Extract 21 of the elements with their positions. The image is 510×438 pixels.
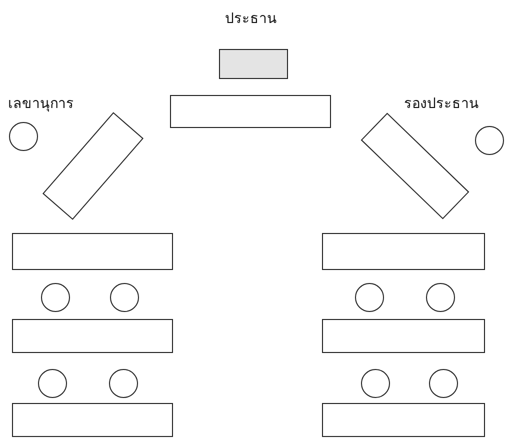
chair — [426, 283, 455, 312]
table — [12, 403, 173, 437]
chair — [355, 283, 384, 312]
chair — [429, 369, 458, 398]
chair-seat — [219, 49, 288, 79]
table — [12, 319, 173, 353]
table — [170, 95, 331, 128]
table — [322, 403, 485, 437]
chair — [361, 369, 390, 398]
seat-label: รองประธาน — [404, 95, 479, 113]
chair — [41, 283, 70, 312]
chair — [38, 369, 67, 398]
chair — [109, 369, 138, 398]
table — [12, 233, 173, 270]
chair — [475, 126, 504, 155]
table — [322, 319, 485, 353]
seat-label: เลขานุการ — [8, 95, 74, 113]
chair — [110, 283, 139, 312]
table — [322, 233, 485, 270]
chair — [9, 122, 38, 151]
seat-label: ประธาน — [225, 10, 277, 28]
